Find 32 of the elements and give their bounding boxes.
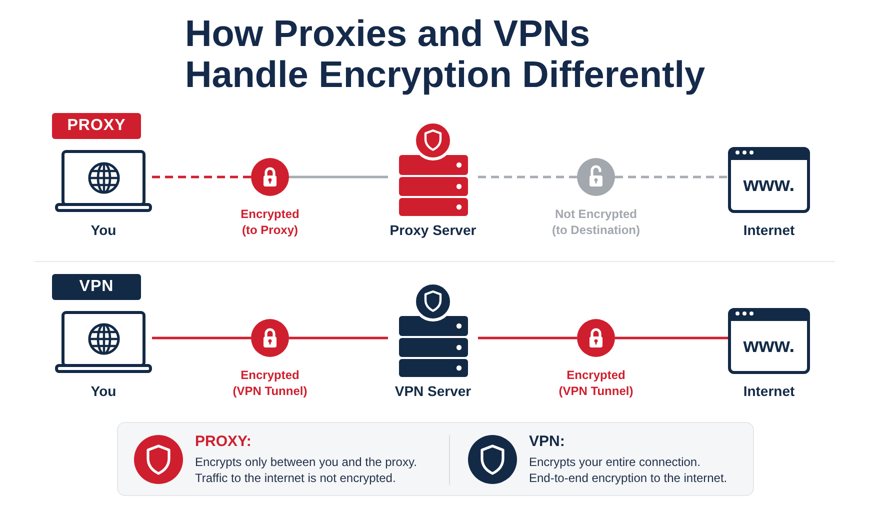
- node-label: You: [90, 383, 116, 399]
- summary-panel: [117, 422, 754, 496]
- node-label: You: [90, 222, 116, 238]
- node-label: Internet: [743, 222, 795, 238]
- section-tag: PROXY: [52, 113, 141, 139]
- url-text: www.: [743, 175, 795, 195]
- node-label: VPN Server: [394, 383, 472, 399]
- node-label: Internet: [743, 383, 795, 399]
- panel-heading: PROXY:: [195, 433, 252, 451]
- node-label: Proxy Server: [390, 222, 476, 238]
- caption-text: Not Encrypted (to Destination): [551, 206, 641, 238]
- connector-line: [289, 176, 388, 178]
- panel-text: Encrypts only between you and the proxy. Traffic to the internet is not encrypted.: [195, 454, 418, 486]
- panel-text: Encrypts your entire connection. End-to-end encryption to the internet.: [529, 454, 728, 486]
- connector-line: [615, 176, 728, 178]
- caption-text: Encrypted (VPN Tunnel): [232, 367, 308, 399]
- connector-line: [289, 336, 388, 340]
- caption-text: Encrypted (to Proxy): [240, 206, 300, 238]
- connector-line: [615, 336, 728, 340]
- lock-icon: [251, 319, 289, 357]
- lock-icon: [251, 158, 289, 196]
- panel-heading: VPN:: [529, 433, 566, 451]
- connector-line: [478, 336, 577, 340]
- connector-line: [152, 176, 251, 178]
- open-lock-icon: [577, 158, 615, 196]
- lock-icon: [577, 319, 615, 357]
- caption-text: Encrypted (VPN Tunnel): [558, 367, 634, 399]
- url-text: www.: [743, 336, 795, 356]
- connector-line: [152, 336, 251, 340]
- title: How Proxies and VPNs Handle Encryption Differently: [185, 13, 706, 95]
- section-tag: VPN: [52, 274, 141, 300]
- connector-line: [478, 176, 577, 178]
